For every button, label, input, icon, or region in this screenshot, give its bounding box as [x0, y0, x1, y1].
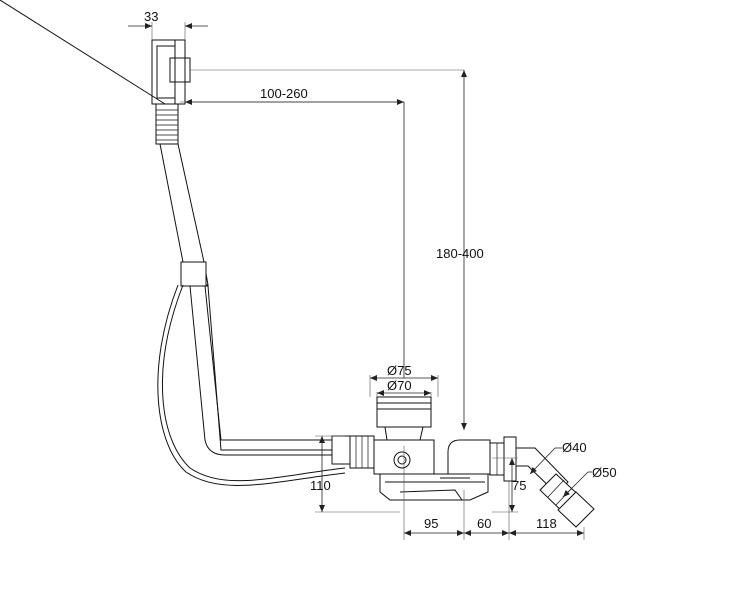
overflow-tube: [159, 143, 332, 456]
dimension-label-110: 110: [310, 478, 331, 493]
dimension-33: 33: [128, 9, 208, 40]
dimension-180-400: 180-400: [190, 69, 484, 430]
dimension-diameter-75-70: Ø75 Ø70: [369, 363, 439, 397]
dimension-110: 110: [310, 435, 400, 513]
dimension-label-75-vertical: 75: [512, 478, 526, 493]
dimension-75-vertical: 75: [492, 457, 526, 513]
dimension-label-180-400: 180-400: [436, 246, 484, 261]
dimension-bottom-chain: 95 60 118: [403, 446, 585, 540]
dimension-label-70: Ø70: [387, 378, 412, 393]
dimension-diameter-40-50: Ø40 Ø50: [529, 440, 617, 498]
outlet-pipe: [515, 447, 595, 528]
dimension-100-260: 100-260: [180, 86, 405, 378]
drain-body: [331, 396, 517, 501]
dimension-label-100-260: 100-260: [260, 86, 308, 101]
dimension-label-40: Ø40: [562, 440, 587, 455]
dimension-label-33: 33: [144, 9, 158, 24]
dimension-label-60: 60: [477, 516, 491, 531]
dimension-label-50: Ø50: [592, 465, 617, 480]
bowden-cable: [157, 284, 346, 486]
dimension-label-95: 95: [424, 516, 438, 531]
dimension-label-75: Ø75: [387, 363, 412, 378]
dimension-label-118: 118: [536, 516, 557, 531]
overflow-thread-connector: [155, 103, 179, 145]
overflow-head: [0, 0, 191, 105]
